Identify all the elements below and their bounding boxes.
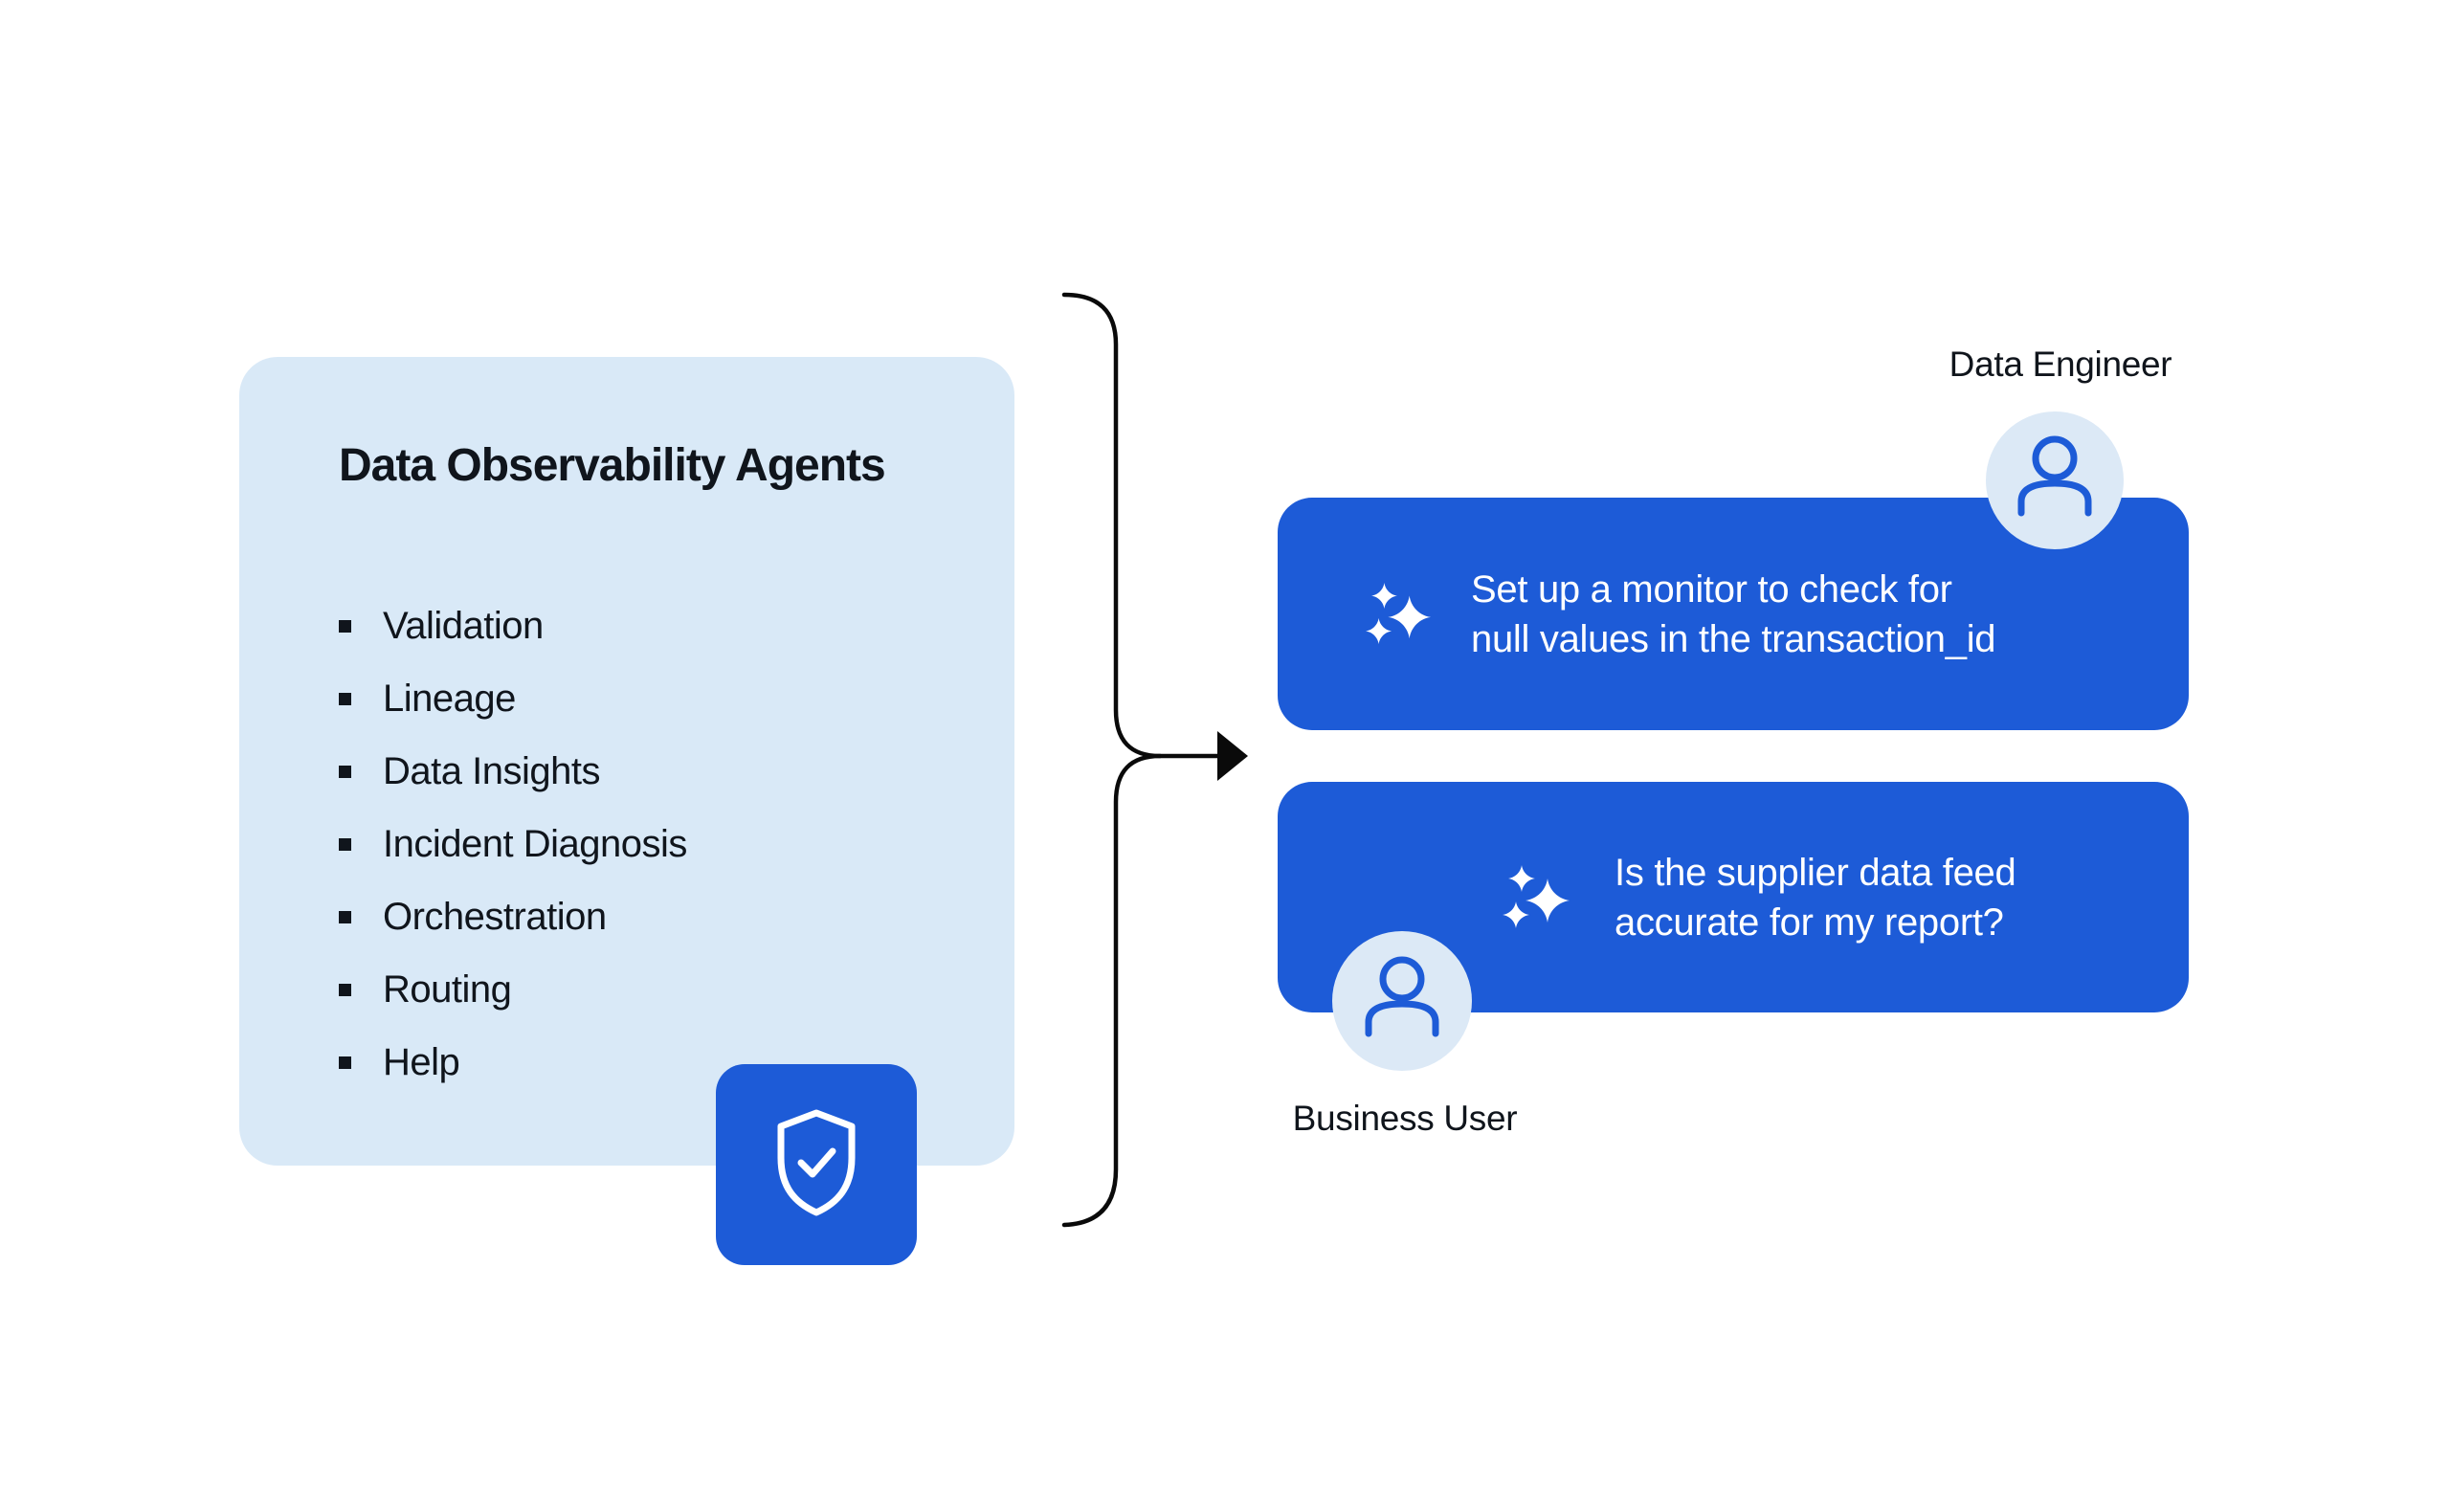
agent-list-item-label: Validation [383,604,544,647]
agent-list-item-label: Data Insights [383,749,600,792]
bullet-square-icon [339,692,351,705]
message-line: null values in the transaction_id [1471,617,1996,660]
message-line: Set up a monitor to check for [1471,567,1952,611]
ai-sparkle-icon [1503,863,1571,932]
agent-list-item: Validation [339,589,687,662]
message-line: accurate for my report? [1615,901,2004,944]
avatar-data-engineer [1986,411,2124,549]
bullet-square-icon [339,765,351,778]
speaker-label-data-engineer: Data Engineer [1949,345,2172,384]
message-line: Is the supplier data feed [1615,851,2016,894]
person-icon [1354,951,1450,1052]
shield-badge [716,1064,917,1265]
agent-list-item-label: Orchestration [383,895,607,938]
agent-list-item: Incident Diagnosis [339,808,687,880]
agent-list-item: Help [339,1026,687,1099]
bullet-square-icon [339,983,351,996]
agent-list-item-label: Incident Diagnosis [383,822,687,865]
agents-card: Data Observability Agents Validation Lin… [239,357,1014,1166]
agent-list-item: Orchestration [339,880,687,953]
agent-list-item: Routing [339,953,687,1026]
speaker-label-business-user: Business User [1292,1099,1518,1138]
agent-list-item: Lineage [339,662,687,735]
agent-list-item-label: Routing [383,967,512,1011]
bullet-square-icon [339,619,351,633]
ai-sparkle-icon [1366,581,1433,648]
brace-arrow-icon [1061,292,1248,1228]
agent-list: Validation Lineage Data Insights Inciden… [339,589,687,1099]
bullet-square-icon [339,837,351,851]
bullet-square-icon [339,1056,351,1069]
agents-card-title: Data Observability Agents [339,440,886,491]
person-icon [2007,431,2103,531]
agent-list-item: Data Insights [339,735,687,808]
agent-list-item-label: Help [383,1040,460,1083]
agent-list-item-label: Lineage [383,677,516,720]
bullet-square-icon [339,910,351,923]
avatar-business-user [1332,931,1472,1071]
shield-check-icon [770,1108,862,1222]
